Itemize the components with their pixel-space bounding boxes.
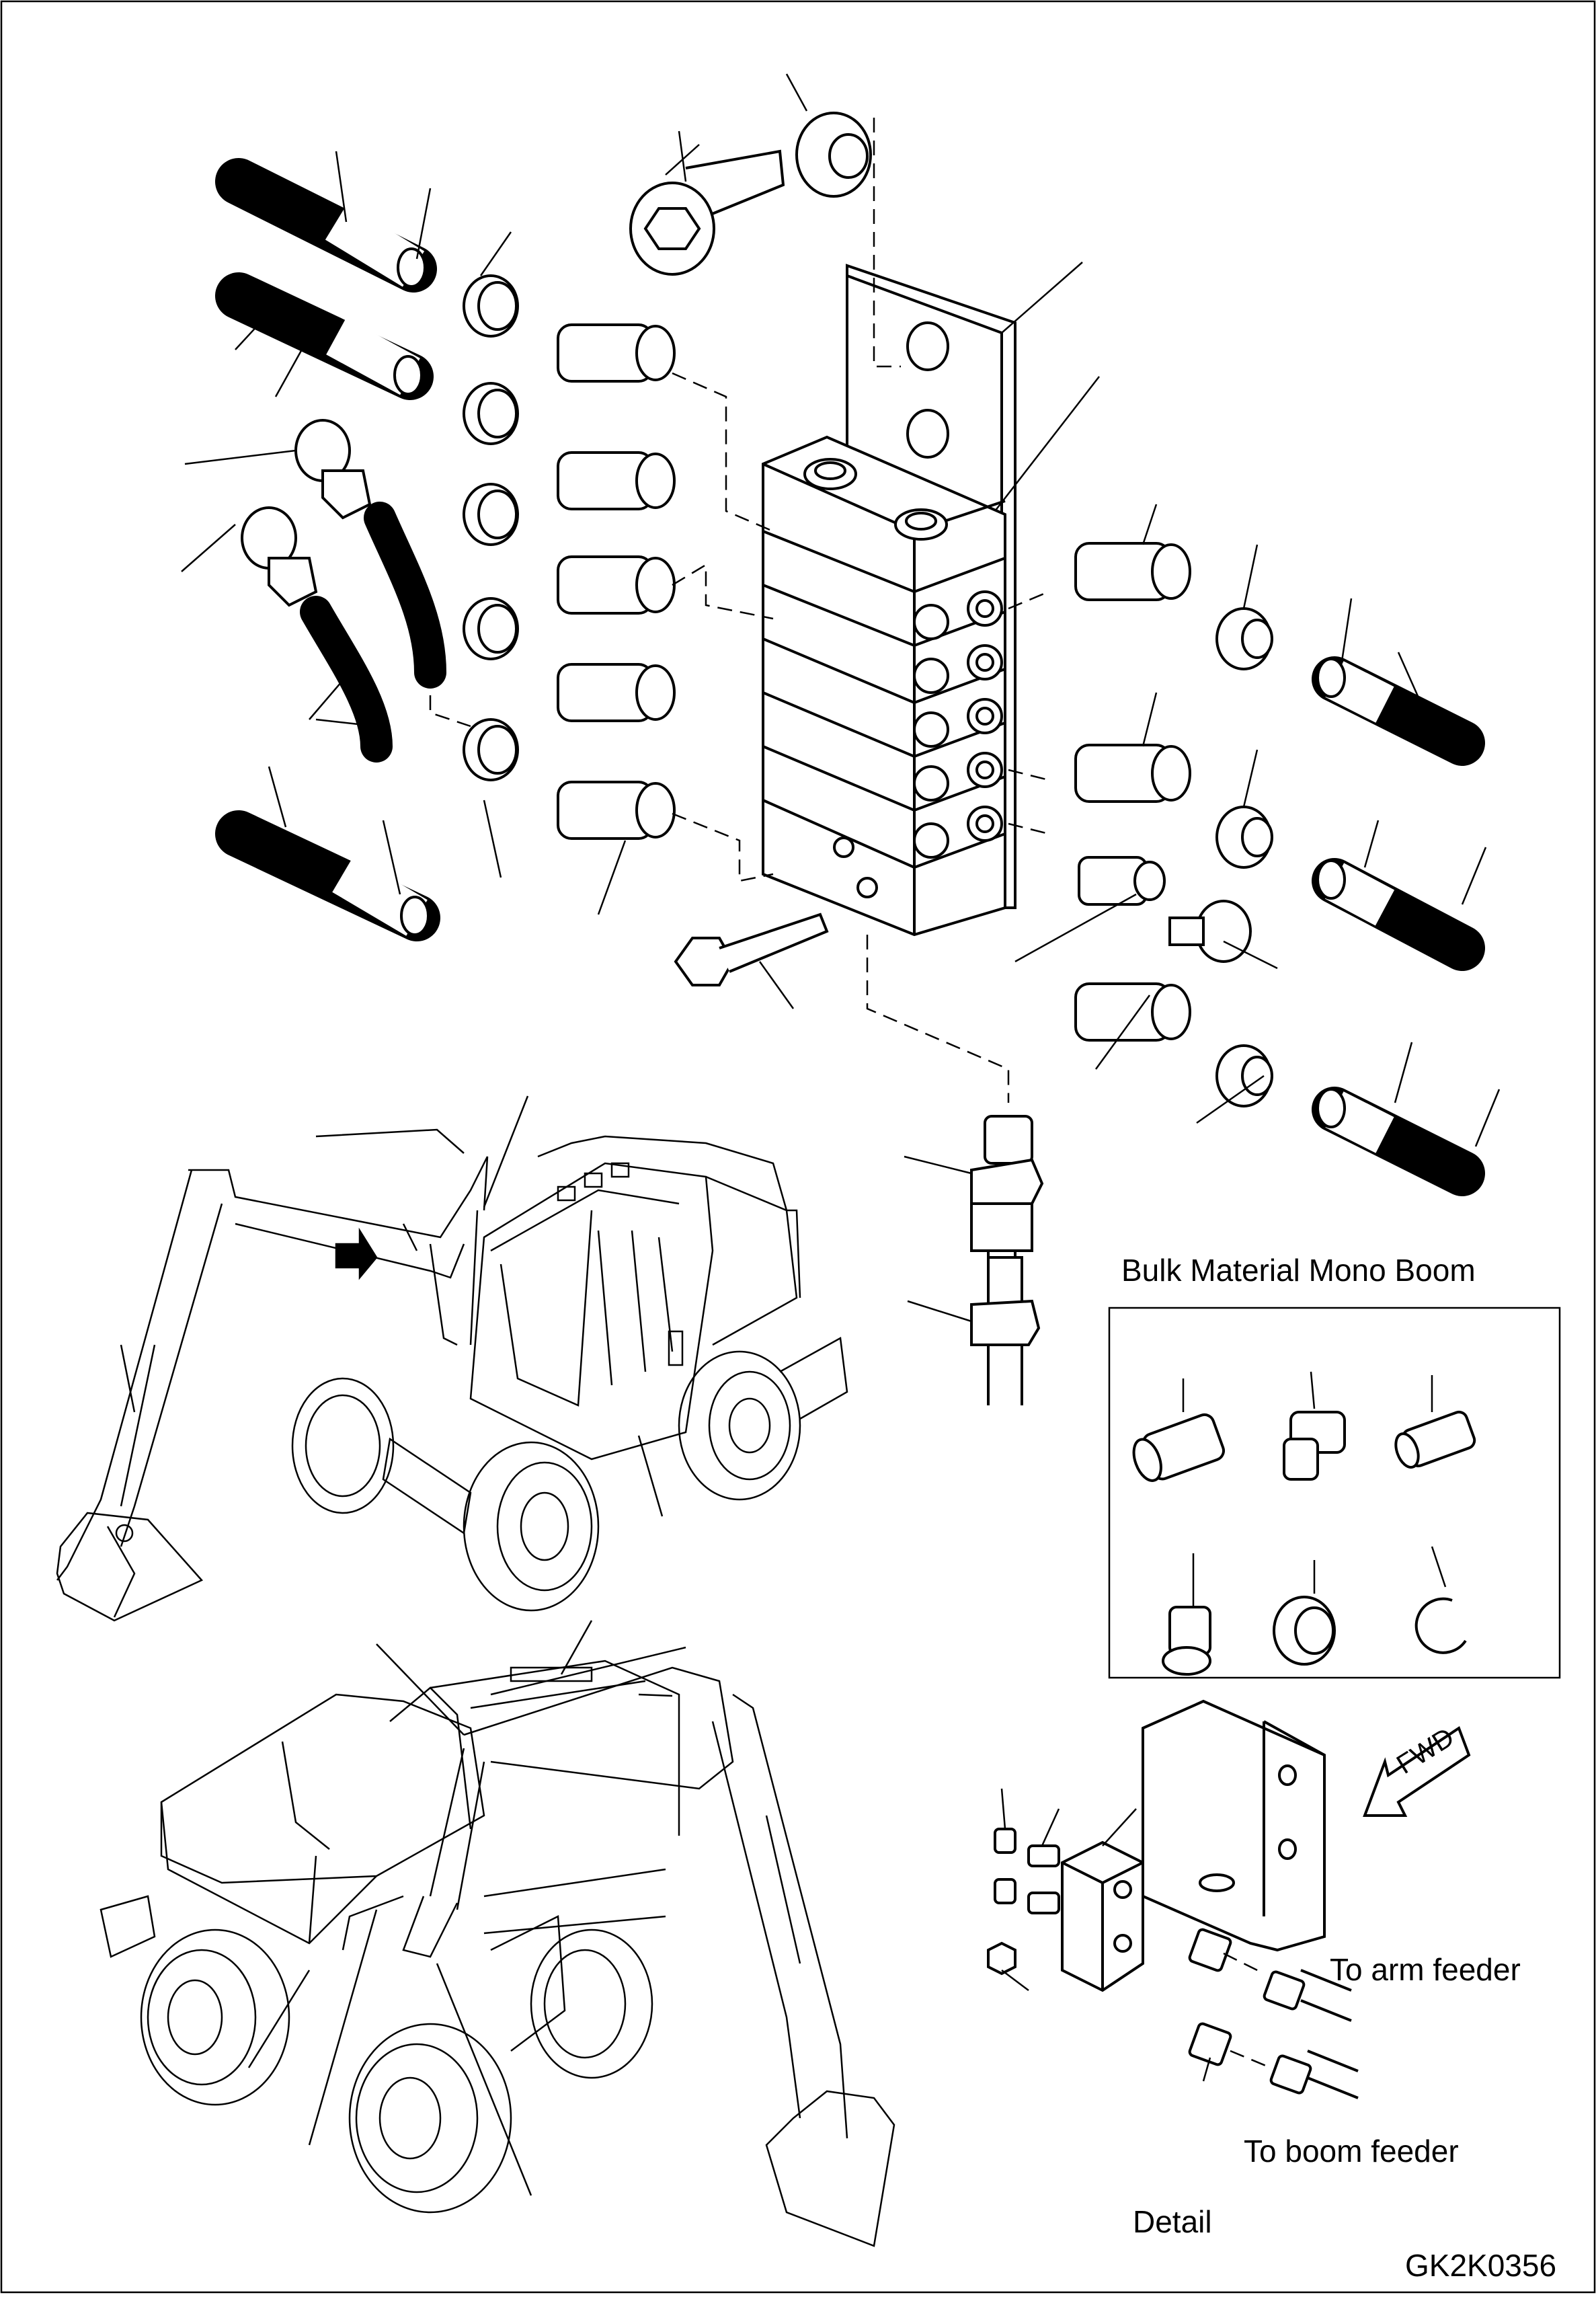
fitting-stack [904,1115,1044,1405]
lower-hex-bolt [674,912,829,986]
excavator-rear-view [99,1620,895,2247]
hose-2 [215,272,434,400]
figure-code: GK2K0356 [1405,2248,1557,2283]
top-washer [795,112,872,198]
detail-label: Detail [1133,2204,1212,2239]
distributor-block [762,435,1006,937]
top-bolt [629,149,785,276]
hose-3 [215,810,440,941]
right-connectors [1074,542,1273,1107]
excavator-front-view [56,1095,848,1622]
top-exploded-view [181,73,1501,1196]
hose-1 [215,158,437,293]
assembly-guides [429,118,1049,1103]
to-arm-feeder-label: To arm feeder [1330,1952,1521,1987]
bulk-material-title: Bulk Material Mono Boom [1121,1253,1476,1288]
connectors-column [557,323,676,840]
sleeves-column [463,274,519,781]
to-boom-feeder-label: To boom feeder [1244,2134,1459,2169]
detail-view [987,1699,1471,2099]
leader-lines [181,73,1501,1147]
right-hoses [1312,656,1485,1196]
bulk-material-box [1108,1307,1561,1679]
elbow-hoses [241,419,446,763]
fwd-arrow [1363,1725,1471,1817]
